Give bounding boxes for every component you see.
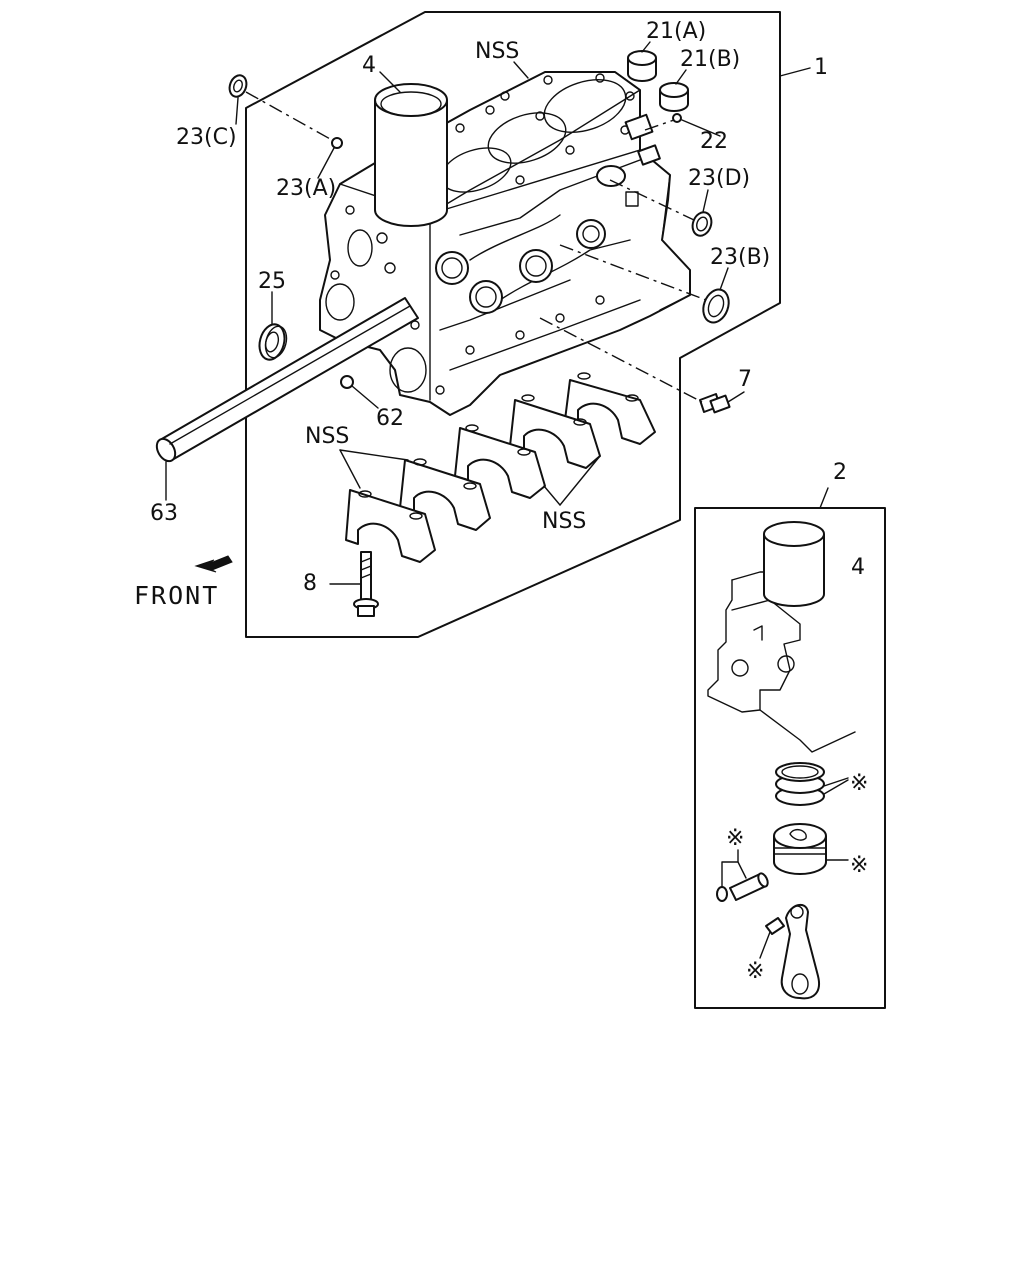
seal-23d bbox=[691, 211, 713, 237]
seal-23c bbox=[228, 74, 248, 98]
label-star-piston: ※ bbox=[850, 853, 868, 878]
label-star-pin: ※ bbox=[726, 826, 744, 851]
bolt-8 bbox=[353, 551, 379, 617]
label-nss-top: NSS bbox=[475, 39, 519, 64]
seal-25 bbox=[258, 323, 288, 361]
label-part-1: 1 bbox=[814, 55, 828, 80]
cylinder-liner bbox=[374, 83, 448, 227]
label-part-22: 22 bbox=[700, 129, 728, 154]
label-part-2: 2 bbox=[833, 460, 847, 485]
label-part-4-inset: 4 bbox=[851, 555, 865, 580]
align-line-23d bbox=[609, 179, 695, 221]
bearing-cap-3 bbox=[454, 424, 546, 499]
label-nss-bottom: NSS bbox=[542, 509, 586, 534]
front-arrow-icon bbox=[194, 555, 233, 573]
plug-21a bbox=[627, 50, 657, 82]
label-part-23a: 23(A) bbox=[276, 176, 336, 201]
align-line-22 bbox=[644, 119, 675, 131]
label-part-62: 62 bbox=[376, 406, 404, 431]
part-labels: 1 2 4 4 7 8 21(A) 21(B) 22 23(A) 23(B) 2… bbox=[134, 19, 868, 984]
bolt-7 bbox=[699, 393, 731, 414]
label-part-4: 4 bbox=[362, 53, 376, 78]
label-part-21b: 21(B) bbox=[680, 47, 740, 72]
bearing-cap-4 bbox=[509, 394, 601, 469]
bearing-cap-5 bbox=[564, 372, 656, 445]
oil-pipe bbox=[155, 297, 419, 463]
label-star-rings: ※ bbox=[850, 771, 868, 796]
label-part-23c: 23(C) bbox=[176, 125, 237, 150]
label-part-23b: 23(B) bbox=[710, 245, 770, 270]
plug-62 bbox=[340, 375, 354, 389]
label-part-7: 7 bbox=[738, 367, 752, 392]
label-star-bush: ※ bbox=[746, 959, 764, 984]
bearing-cap-1 bbox=[345, 489, 436, 563]
plug-22 bbox=[672, 113, 682, 123]
bearing-caps bbox=[345, 372, 656, 563]
piston-inset bbox=[694, 507, 886, 1009]
seal-23b bbox=[702, 288, 730, 324]
cylinder-block-frame bbox=[245, 11, 781, 638]
align-line-23c bbox=[245, 91, 333, 141]
leader-lines bbox=[165, 41, 829, 585]
align-line-7 bbox=[539, 317, 703, 403]
label-part-23d: 23(D) bbox=[688, 166, 750, 191]
plug-23a bbox=[331, 137, 343, 149]
plug-21b bbox=[659, 82, 689, 112]
label-part-8: 8 bbox=[303, 571, 317, 596]
label-part-21a: 21(A) bbox=[646, 19, 706, 44]
label-nss-left: NSS bbox=[305, 424, 349, 449]
label-front: FRONT bbox=[134, 581, 219, 610]
label-part-63: 63 bbox=[150, 501, 178, 526]
label-part-25: 25 bbox=[258, 269, 286, 294]
bearing-cap-2 bbox=[399, 458, 491, 531]
